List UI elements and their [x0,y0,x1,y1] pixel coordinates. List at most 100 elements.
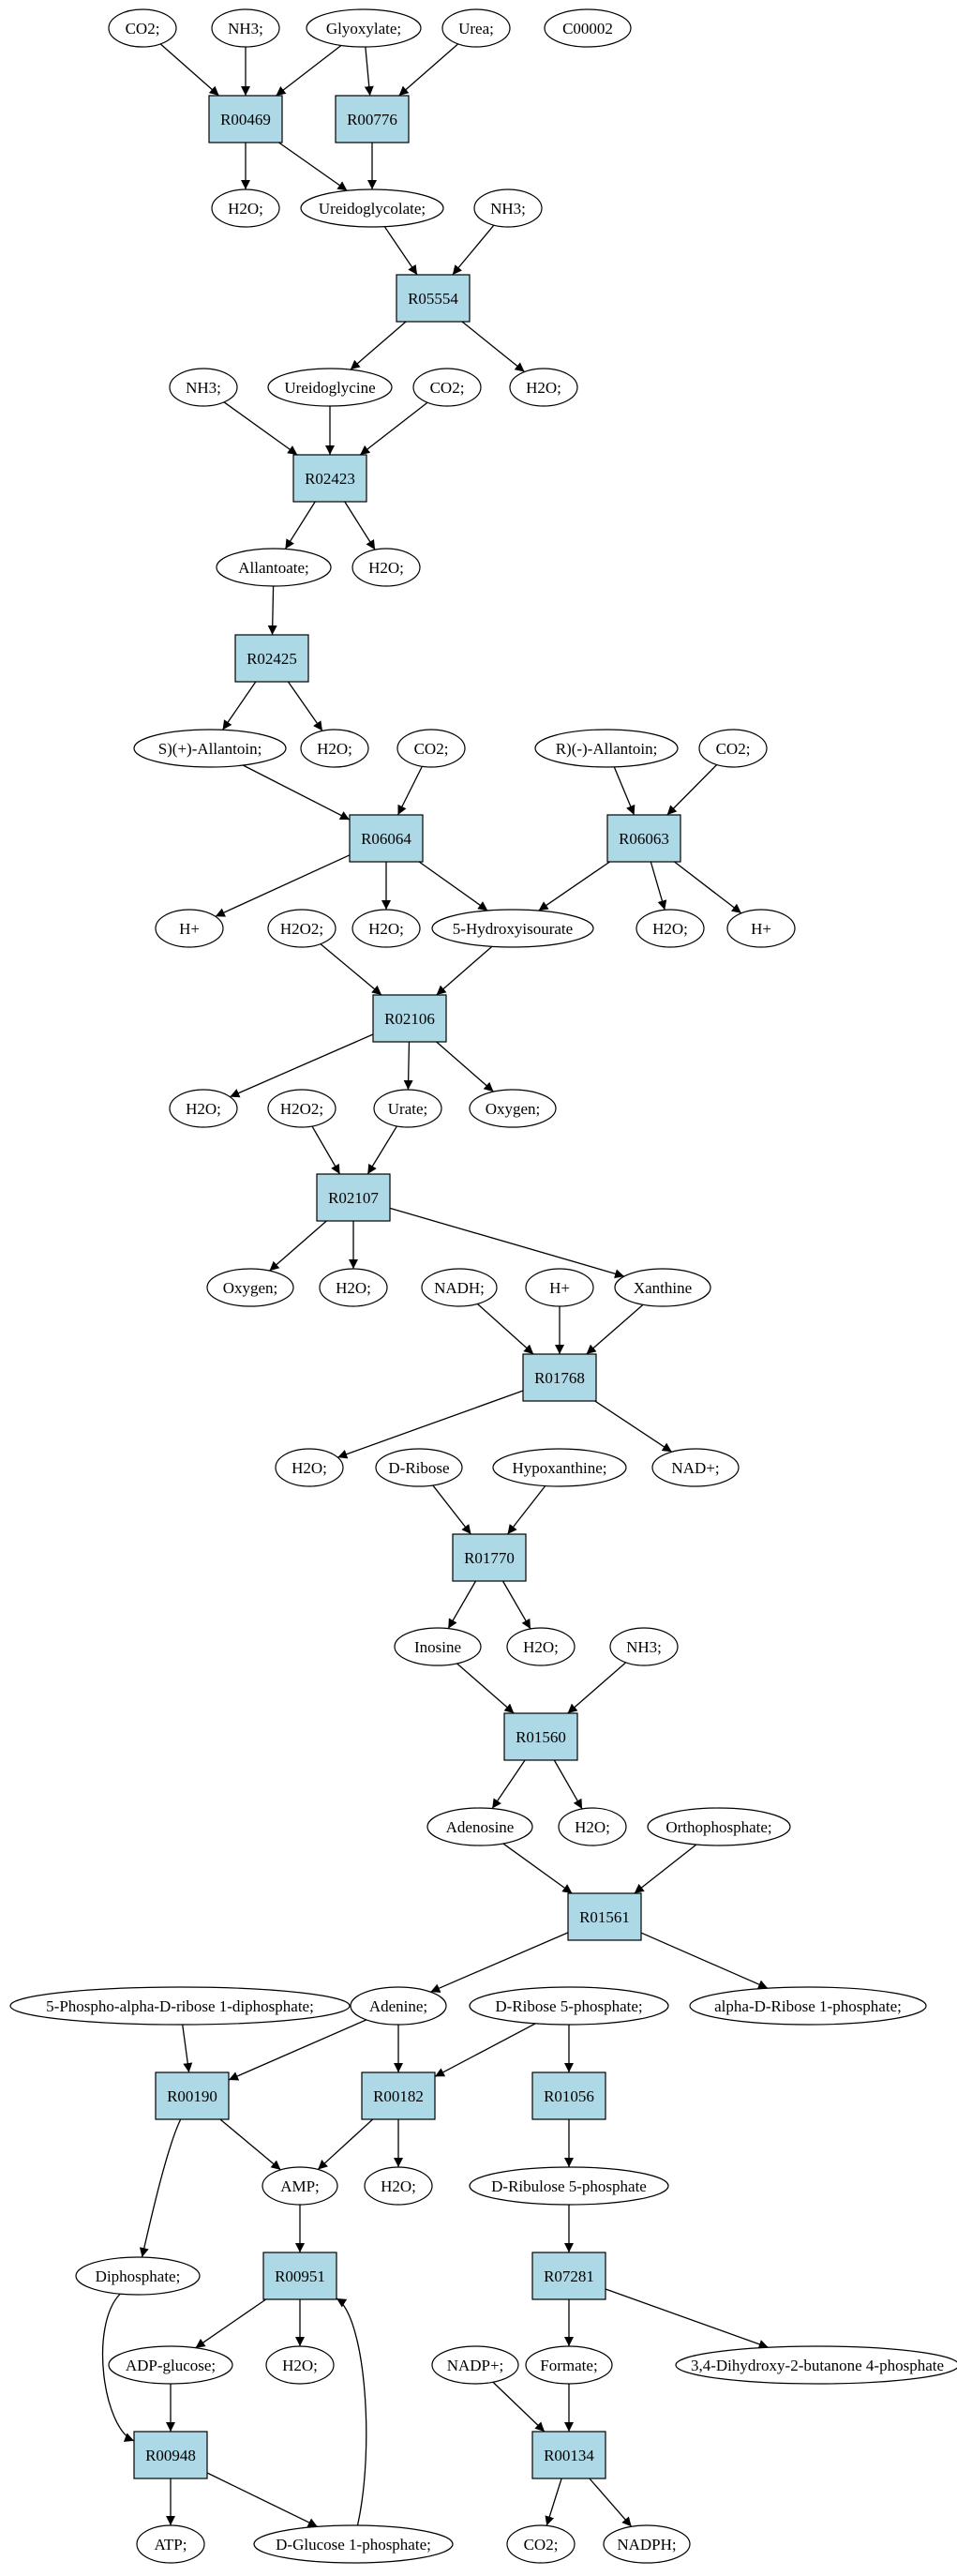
compound-node-nh3_a[interactable]: NH3; [211,8,280,48]
compound-node-oxygen_a[interactable]: Oxygen; [469,1089,557,1128]
compound-node-amp[interactable]: AMP; [262,2166,338,2206]
compound-node-r_allantoin[interactable]: R)(-)-Allantoin; [534,729,679,768]
compound-node-h2o2_b[interactable]: H2O2; [267,1089,336,1128]
compound-node-co2_b[interactable]: CO2; [412,368,482,407]
compound-node-ureidoglycine[interactable]: Ureidoglycine [267,368,393,407]
compound-ellipse [636,909,705,948]
compound-node-adenosine[interactable]: Adenosine [426,1807,533,1846]
compound-node-co2_e[interactable]: CO2; [506,2524,576,2564]
reaction-node-r00951[interactable]: R00951 [262,2252,337,2300]
compound-node-h2o_h[interactable]: H2O; [319,1268,388,1307]
edge-inosine-to-r01560 [456,1663,515,1714]
compound-node-glyoxylate[interactable]: Glyoxylate; [306,8,422,48]
compound-node-nadh[interactable]: NADH; [421,1268,498,1307]
compound-node-h2o_d[interactable]: H2O; [300,729,369,768]
compound-node-co2_c[interactable]: CO2; [396,729,466,768]
compound-node-xanthine[interactable]: Xanthine [614,1268,711,1307]
node-label: R00948 [145,2447,196,2464]
reaction-node-r01770[interactable]: R01770 [452,1533,527,1582]
compound-node-oxygen_b[interactable]: Oxygen; [206,1268,294,1307]
reaction-node-r05554[interactable]: R05554 [396,274,471,323]
reaction-node-r00190[interactable]: R00190 [155,2071,230,2120]
compound-node-ureidoglycolate[interactable]: Ureidoglycolate; [300,188,444,228]
reaction-node-r00469[interactable]: R00469 [208,95,283,143]
compound-node-urate[interactable]: Urate; [373,1089,442,1128]
reaction-node-r02425[interactable]: R02425 [234,634,309,683]
compound-node-hplus_b[interactable]: H+ [726,909,796,948]
reaction-node-r00134[interactable]: R00134 [531,2431,606,2479]
compound-ellipse [206,1268,294,1307]
compound-node-allantoate[interactable]: Allantoate; [216,548,332,587]
reaction-node-r06063[interactable]: R06063 [606,814,681,863]
compound-node-glucose1p[interactable]: D-Glucose 1-phosphate; [253,2524,454,2564]
reaction-node-r02106[interactable]: R02106 [372,994,447,1043]
reaction-node-r00182[interactable]: R00182 [361,2071,436,2120]
reaction-node-r01056[interactable]: R01056 [531,2071,606,2120]
compound-node-h2o_i[interactable]: H2O; [275,1448,344,1487]
compound-node-h2o_a[interactable]: H2O; [211,188,280,228]
compound-node-nadph[interactable]: NADPH; [603,2524,691,2564]
edge-ribose5p-to-r00182 [434,2023,536,2078]
compound-node-hplus_a[interactable]: H+ [155,909,224,948]
reaction-node-r02107[interactable]: R02107 [316,1173,391,1222]
compound-node-nh3_d[interactable]: NH3; [609,1627,679,1666]
compound-node-formate[interactable]: Formate; [525,2345,613,2385]
compound-ellipse [169,368,238,407]
reaction-node-r06064[interactable]: R06064 [349,814,424,863]
node-label: H2O2; [280,1100,323,1118]
reaction-node-r01561[interactable]: R01561 [567,1892,642,1941]
compound-node-diphosphate[interactable]: Diphosphate; [75,2256,201,2296]
reaction-node-r00776[interactable]: R00776 [335,95,410,143]
compound-node-nh3_b[interactable]: NH3; [473,188,543,228]
reaction-box [316,1173,391,1222]
compound-node-co2_d[interactable]: CO2; [698,729,768,768]
compound-node-s_allantoin[interactable]: S)(+)-Allantoin; [133,729,287,768]
compound-ellipse [412,368,482,407]
edge-s_allantoin-to-r06064 [242,764,351,821]
compound-node-urea[interactable]: Urea; [441,8,511,48]
compound-node-h2o_l[interactable]: H2O; [364,2166,433,2206]
compound-node-h2o_f[interactable]: H2O; [636,909,705,948]
compound-node-dihydroxybutanone[interactable]: 3,4-Dihydroxy-2-butanone 4-phosphate [675,2345,957,2385]
compound-node-nadpplus[interactable]: NADP+; [431,2345,519,2385]
compound-node-h2o_g[interactable]: H2O; [169,1089,238,1128]
compound-ellipse [647,1807,791,1846]
reaction-node-r01560[interactable]: R01560 [503,1712,578,1761]
compound-node-h2o_e[interactable]: H2O; [351,909,421,948]
reaction-node-r07281[interactable]: R07281 [531,2252,606,2300]
compound-node-nadplus[interactable]: NAD+; [651,1448,740,1487]
compound-node-orthophosphate[interactable]: Orthophosphate; [647,1807,791,1846]
compound-ellipse [609,1627,679,1666]
compound-node-hypoxanthine[interactable]: Hypoxanthine; [492,1448,627,1487]
compound-ellipse [396,729,466,768]
compound-node-d_ribose[interactable]: D-Ribose [375,1448,463,1487]
reaction-node-r02423[interactable]: R02423 [292,454,367,503]
compound-node-nh3_c[interactable]: NH3; [169,368,238,407]
compound-node-atp[interactable]: ATP; [136,2524,205,2564]
reaction-node-r00948[interactable]: R00948 [133,2431,208,2479]
compound-node-ribose1p[interactable]: alpha-D-Ribose 1-phosphate; [689,1986,927,2026]
compound-node-h2o_k[interactable]: H2O; [558,1807,627,1846]
edge-nh3_b-to-r05554 [452,224,495,276]
node-label: Orthophosphate; [665,1818,771,1836]
compound-node-adenine[interactable]: Adenine; [350,1986,447,2026]
compound-node-ribulose5p[interactable]: D-Ribulose 5-phosphate [469,2166,669,2206]
compound-node-prpp[interactable]: 5-Phospho-alpha-D-ribose 1-diphosphate; [9,1986,351,2026]
compound-node-h2o_m[interactable]: H2O; [265,2345,335,2385]
compound-node-co2_a[interactable]: CO2; [108,8,177,48]
node-label: Ureidoglycine [284,379,375,397]
reaction-node-r01768[interactable]: R01768 [522,1353,597,1402]
compound-node-adp_glucose[interactable]: ADP-glucose; [108,2345,233,2385]
compound-node-hydroxyisourate[interactable]: 5-Hydroxyisourate [431,909,594,948]
compound-ellipse [469,1089,557,1128]
compound-node-h2o_b[interactable]: H2O; [509,368,578,407]
compound-node-c00002[interactable]: C00002 [544,8,632,48]
compound-node-h2o2_a[interactable]: H2O2; [267,909,336,948]
compound-node-hplus_c[interactable]: H+ [525,1268,594,1307]
node-label: D-Ribulose 5-phosphate [491,2177,647,2195]
node-label: R02107 [328,1189,379,1207]
compound-node-inosine[interactable]: Inosine [394,1627,482,1666]
compound-node-h2o_j[interactable]: H2O; [506,1627,576,1666]
compound-node-h2o_c[interactable]: H2O; [351,548,421,587]
compound-node-ribose5p[interactable]: D-Ribose 5-phosphate; [469,1986,669,2026]
